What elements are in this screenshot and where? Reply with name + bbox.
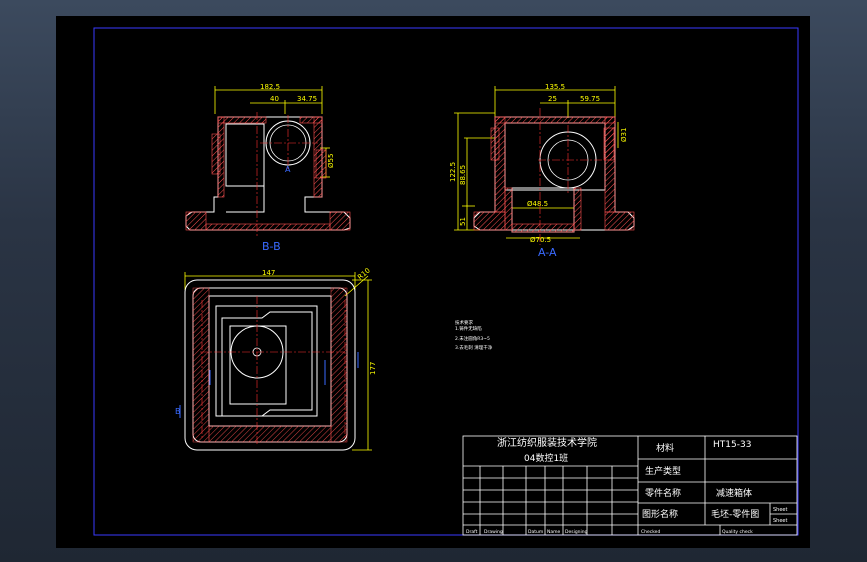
section-bb-view: 182.5 40 34.75 Ø55 bbox=[185, 83, 351, 253]
note-3: 3.去毛刺 清理干净 bbox=[455, 344, 493, 351]
view-label-aa: A-A bbox=[538, 246, 557, 259]
dim-r-h1: 122.5 bbox=[449, 162, 457, 182]
dim-r-overall: 135.5 bbox=[545, 83, 565, 91]
view-label-bb: B-B bbox=[262, 240, 281, 253]
dim-a: 40 bbox=[270, 95, 279, 103]
dim-top-width: 147 bbox=[262, 269, 275, 277]
sheet-label-1: Sheet bbox=[773, 507, 787, 513]
class-name: 04数控1班 bbox=[524, 452, 568, 464]
top-view: 147 177 R10 B bbox=[175, 267, 377, 451]
technical-notes: 技术要求 1.铸件无缺陷 2.未注圆角R3~5 3.去毛刺 清理干净 bbox=[455, 319, 493, 351]
dim-r-base: Ø70.5 bbox=[530, 236, 551, 244]
footer-5: Checked bbox=[641, 529, 660, 535]
dim-b: 34.75 bbox=[297, 95, 317, 103]
footer-6: Quality check bbox=[722, 529, 753, 535]
dim-r-a: 25 bbox=[548, 95, 557, 103]
note-0: 技术要求 bbox=[455, 319, 473, 326]
dim-r-dia: Ø31 bbox=[620, 128, 628, 142]
footer-2: Datum bbox=[528, 529, 543, 535]
dim-top-height: 177 bbox=[369, 362, 377, 375]
section-mark-b: B bbox=[175, 407, 181, 416]
dim-overall: 182.5 bbox=[260, 83, 280, 91]
dim-r-b: 59.75 bbox=[580, 95, 600, 103]
footer-4: Designing bbox=[565, 529, 588, 535]
part-value: 减速箱体 bbox=[716, 487, 752, 499]
dim-r-h2: 88.65 bbox=[459, 165, 467, 185]
drawing-value: 毛坯-零件图 bbox=[711, 508, 759, 520]
title-block: 浙江纺织服装技术学院 04数控1班 材料 HT15-33 生产类型 零件名称 减… bbox=[462, 435, 798, 536]
section-aa-view: 135.5 25 59.75 Ø31 122.5 88.65 51 Ø48.5 … bbox=[449, 83, 635, 259]
dim-r-bore: Ø48.5 bbox=[527, 200, 548, 208]
dim-dia: Ø55 bbox=[327, 154, 335, 168]
sheet-label-2: Sheet bbox=[773, 518, 787, 524]
material-label: 材料 bbox=[656, 442, 674, 454]
footer-3: Name bbox=[547, 529, 561, 535]
footer-0: Draft bbox=[466, 529, 478, 535]
note-1: 1.铸件无缺陷 bbox=[455, 325, 482, 332]
drawing-frame bbox=[93, 27, 799, 536]
footer-1: Drawing bbox=[484, 529, 503, 535]
drawing-label: 图形名称 bbox=[642, 508, 678, 520]
note-2: 2.未注圆角R3~5 bbox=[455, 335, 490, 342]
dim-r-h3: 51 bbox=[459, 217, 467, 226]
school-name: 浙江纺织服装技术学院 bbox=[497, 436, 597, 449]
production-label: 生产类型 bbox=[645, 465, 681, 477]
part-label: 零件名称 bbox=[645, 487, 681, 499]
section-mark-a: A bbox=[285, 165, 291, 174]
material-value: HT15-33 bbox=[713, 440, 751, 450]
